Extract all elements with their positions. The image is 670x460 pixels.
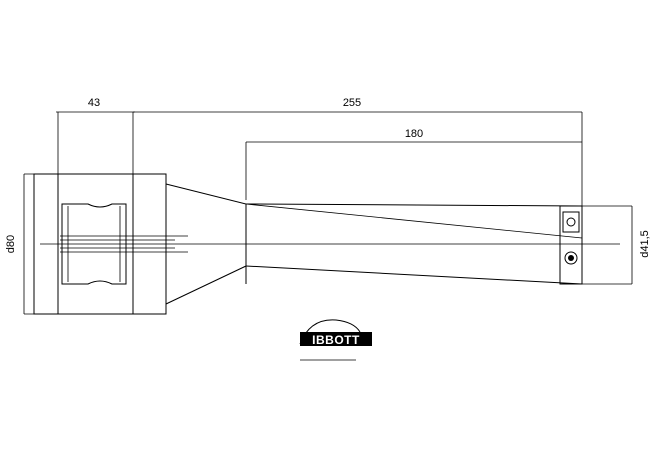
manufacturer-logo: IBBOTT xyxy=(299,319,372,361)
dim-tip-diameter-label: d41,5 xyxy=(639,230,651,258)
dim-tip-diameter: d41,5 xyxy=(582,205,651,285)
insert-pocket xyxy=(562,211,580,233)
tool-holder-outline xyxy=(33,173,620,315)
dim-overall-length-label: 255 xyxy=(343,97,361,109)
dim-shank-diameter-label: d80 xyxy=(5,235,17,253)
logo-text: IBBOTT xyxy=(312,333,360,347)
clamp-screw xyxy=(564,251,578,265)
dim-cone-length-label: 180 xyxy=(405,128,423,140)
dim-overall-length: 255 xyxy=(133,97,583,206)
dim-shank-length-label: 43 xyxy=(88,97,100,109)
insert-screw xyxy=(566,217,576,227)
dim-shank-length: 43 xyxy=(56,97,135,178)
dim-cone-length: 180 xyxy=(245,128,582,200)
